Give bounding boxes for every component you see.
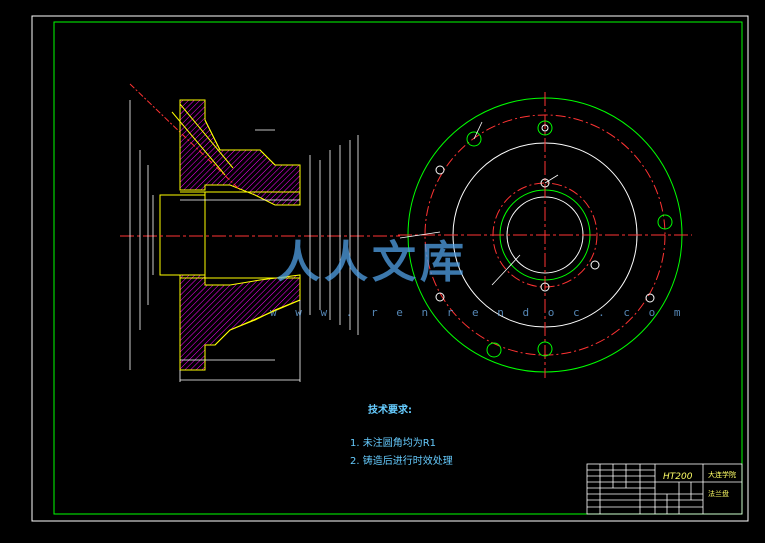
section-view (120, 83, 400, 382)
bolt-holes (466, 120, 673, 358)
drawing-frame (53, 21, 743, 515)
pin-holes (435, 165, 655, 303)
section-outline-top (179, 99, 301, 205)
title-block (586, 463, 743, 515)
counterbore (159, 194, 206, 276)
title-block-material: HT200 (663, 472, 693, 482)
oil-hole-axis (129, 83, 241, 191)
technical-notes-title: 技术要求: (368, 405, 412, 416)
section-hatch-lower (179, 274, 301, 371)
section-hatch-upper (179, 99, 301, 206)
front-leaders (399, 121, 559, 286)
title-block-school: 大连学院 (708, 471, 736, 479)
technical-note-1: 1. 未注圆角均为R1 (350, 438, 437, 449)
oil-hole-edge-2 (179, 103, 234, 169)
technical-note-2: 2. 铸造后进行时效处理 (350, 456, 453, 467)
oil-hole-edge-1 (171, 111, 226, 176)
section-outline-bottom (179, 275, 301, 371)
title-block-part-name: 法兰盘 (708, 490, 729, 498)
section-dimensions (129, 100, 359, 382)
sheet-border (31, 15, 749, 522)
front-view (398, 92, 692, 378)
